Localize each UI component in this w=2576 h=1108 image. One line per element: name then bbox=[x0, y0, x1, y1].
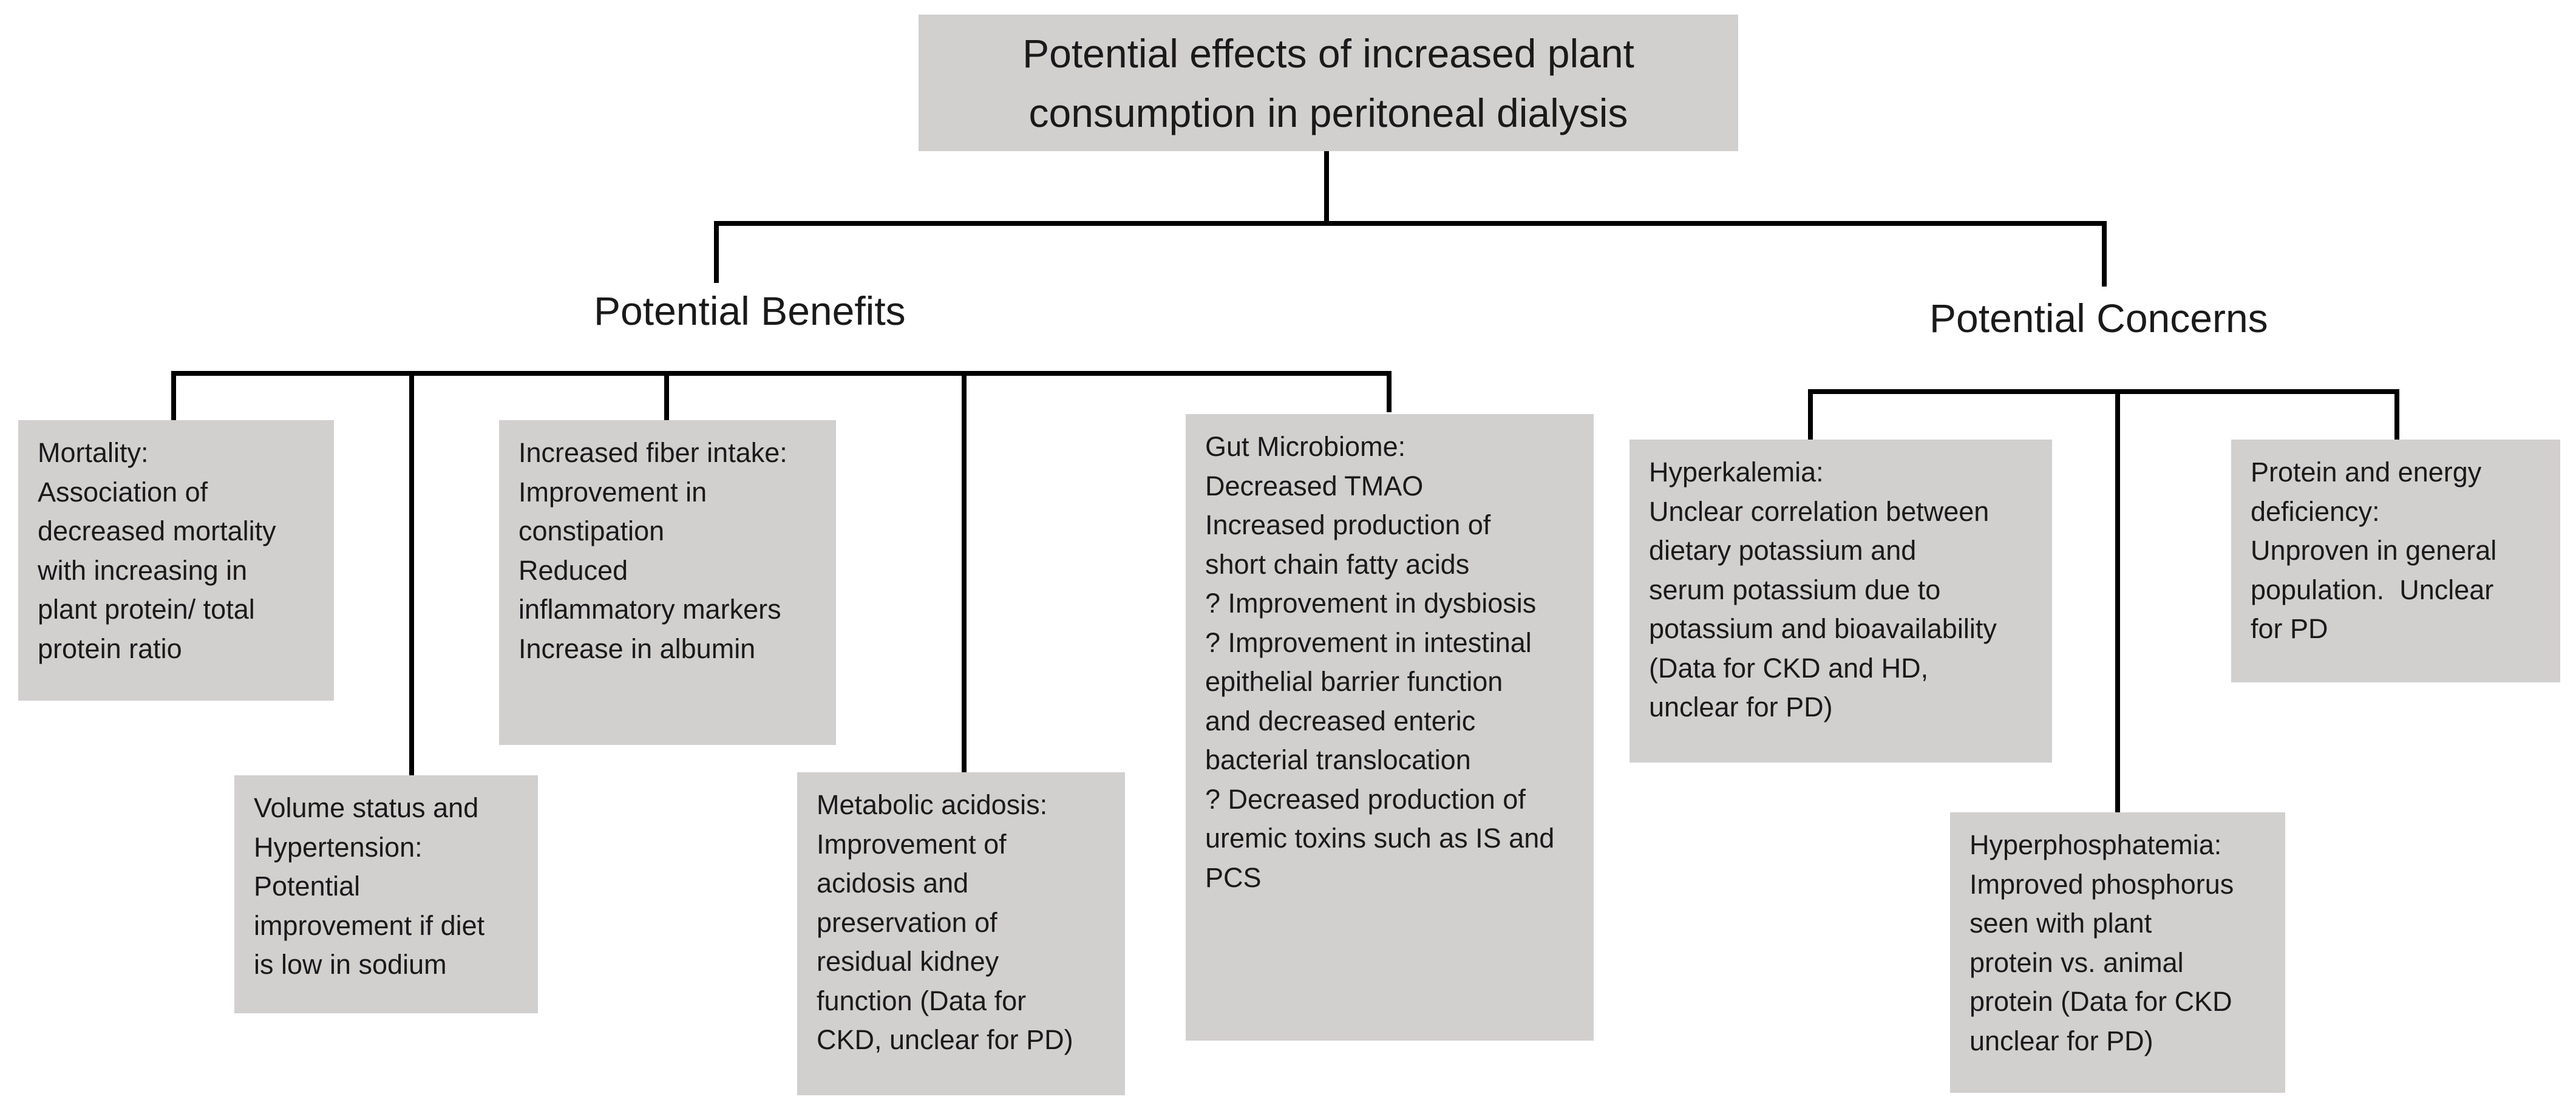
card-line: dietary potassium and bbox=[1649, 535, 1917, 566]
card-line: acidosis and bbox=[817, 868, 969, 899]
card-line: Unproven in general bbox=[2251, 535, 2497, 566]
card-line: Protein and energy bbox=[2251, 457, 2482, 488]
card-line: with increasing in bbox=[38, 554, 248, 586]
volume-status-card: Volume status and Hypertension: Potentia… bbox=[234, 775, 538, 1013]
card-line: Improvement of bbox=[817, 828, 1007, 860]
benefits-heading: Potential Benefits bbox=[594, 288, 906, 333]
card-line: potassium and bioavailability bbox=[1649, 613, 1997, 644]
card-line: seen with plant bbox=[1969, 908, 2152, 939]
hyperphosphatemia-card: Hyperphosphatemia: Improved phosphorus s… bbox=[1950, 812, 2285, 1093]
card-line: protein (Data for CKD bbox=[1969, 986, 2232, 1017]
card-line: Increased production of bbox=[1205, 509, 1491, 540]
card-line: Mortality: bbox=[38, 437, 149, 468]
card-line: CKD, unclear for PD) bbox=[817, 1024, 1073, 1055]
card-line: for PD bbox=[2251, 613, 2328, 644]
card-line: ? Improvement in intestinal bbox=[1205, 627, 1532, 658]
card-line: Decreased TMAO bbox=[1205, 470, 1424, 501]
card-line: decreased mortality bbox=[38, 515, 276, 546]
card-line: plant protein/ total bbox=[38, 594, 255, 625]
card-line: residual kidney bbox=[817, 946, 999, 977]
card-line: unclear for PD) bbox=[1969, 1025, 2153, 1056]
card-line: Association of bbox=[38, 476, 208, 508]
card-line: Reduced bbox=[518, 554, 628, 586]
card-line: Metabolic acidosis: bbox=[817, 789, 1048, 820]
diagram-title: Potential effects of increased plant con… bbox=[1022, 24, 1634, 143]
card-line: inflammatory markers bbox=[518, 594, 781, 625]
card-line: Improved phosphorus bbox=[1969, 868, 2234, 900]
card-line: Hyperkalemia: bbox=[1649, 457, 1824, 488]
gut-microbiome-card: Gut Microbiome: Decreased TMAO Increased… bbox=[1186, 414, 1594, 1041]
card-line: serum potassium due to bbox=[1649, 574, 1941, 605]
diagram-title-box: Potential effects of increased plant con… bbox=[919, 15, 1738, 151]
card-line: preservation of bbox=[817, 906, 997, 938]
card-line: protein ratio bbox=[38, 633, 182, 664]
card-line: Unclear correlation between bbox=[1649, 495, 1990, 527]
card-line: Gut Microbiome: bbox=[1205, 431, 1406, 462]
card-line: Increase in albumin bbox=[518, 633, 756, 664]
card-line: ? Decreased production of bbox=[1205, 783, 1526, 815]
card-line: Hypertension: bbox=[254, 831, 423, 863]
card-line: constipation bbox=[518, 515, 665, 546]
card-line: population. Unclear bbox=[2251, 574, 2494, 605]
diagram-title-line-2: consumption in peritoneal dialysis bbox=[1028, 90, 1628, 135]
card-line: (Data for CKD and HD, bbox=[1649, 652, 1929, 684]
fiber-intake-card: Increased fiber intake: Improvement in c… bbox=[499, 420, 836, 745]
card-line: is low in sodium bbox=[254, 949, 447, 980]
card-line: ? Improvement in dysbiosis bbox=[1205, 588, 1537, 619]
card-line: PCS bbox=[1205, 862, 1262, 893]
diagram-title-line-1: Potential effects of increased plant bbox=[1022, 30, 1634, 76]
hyperkalemia-card: Hyperkalemia: Unclear correlation betwee… bbox=[1630, 440, 2052, 763]
card-line: and decreased enteric bbox=[1205, 705, 1476, 736]
protein-energy-card: Protein and energy deficiency: Unproven … bbox=[2231, 440, 2560, 682]
card-line: function (Data for bbox=[817, 985, 1027, 1016]
card-line: unclear for PD) bbox=[1649, 692, 1833, 722]
card-line: epithelial barrier function bbox=[1205, 666, 1503, 697]
card-line: Hyperphosphatemia: bbox=[1969, 829, 2222, 860]
card-line: Potential bbox=[254, 871, 361, 902]
concerns-heading: Potential Concerns bbox=[1929, 296, 2268, 341]
card-line: Increased fiber intake: bbox=[518, 437, 787, 468]
mortality-card: Mortality: Association of decreased mort… bbox=[18, 420, 334, 701]
card-line: Volume status and bbox=[254, 792, 479, 823]
card-line: improvement if diet bbox=[254, 909, 485, 941]
card-line: Improvement in bbox=[518, 476, 707, 508]
metabolic-acidosis-card: Metabolic acidosis: Improvement of acido… bbox=[797, 772, 1125, 1095]
card-line: uremic toxins such as IS and bbox=[1205, 823, 1555, 854]
card-line: deficiency: bbox=[2251, 495, 2380, 527]
card-line: bacterial translocation bbox=[1205, 744, 1471, 775]
card-line: short chain fatty acids bbox=[1205, 548, 1470, 580]
card-line: protein vs. animal bbox=[1969, 947, 2184, 978]
